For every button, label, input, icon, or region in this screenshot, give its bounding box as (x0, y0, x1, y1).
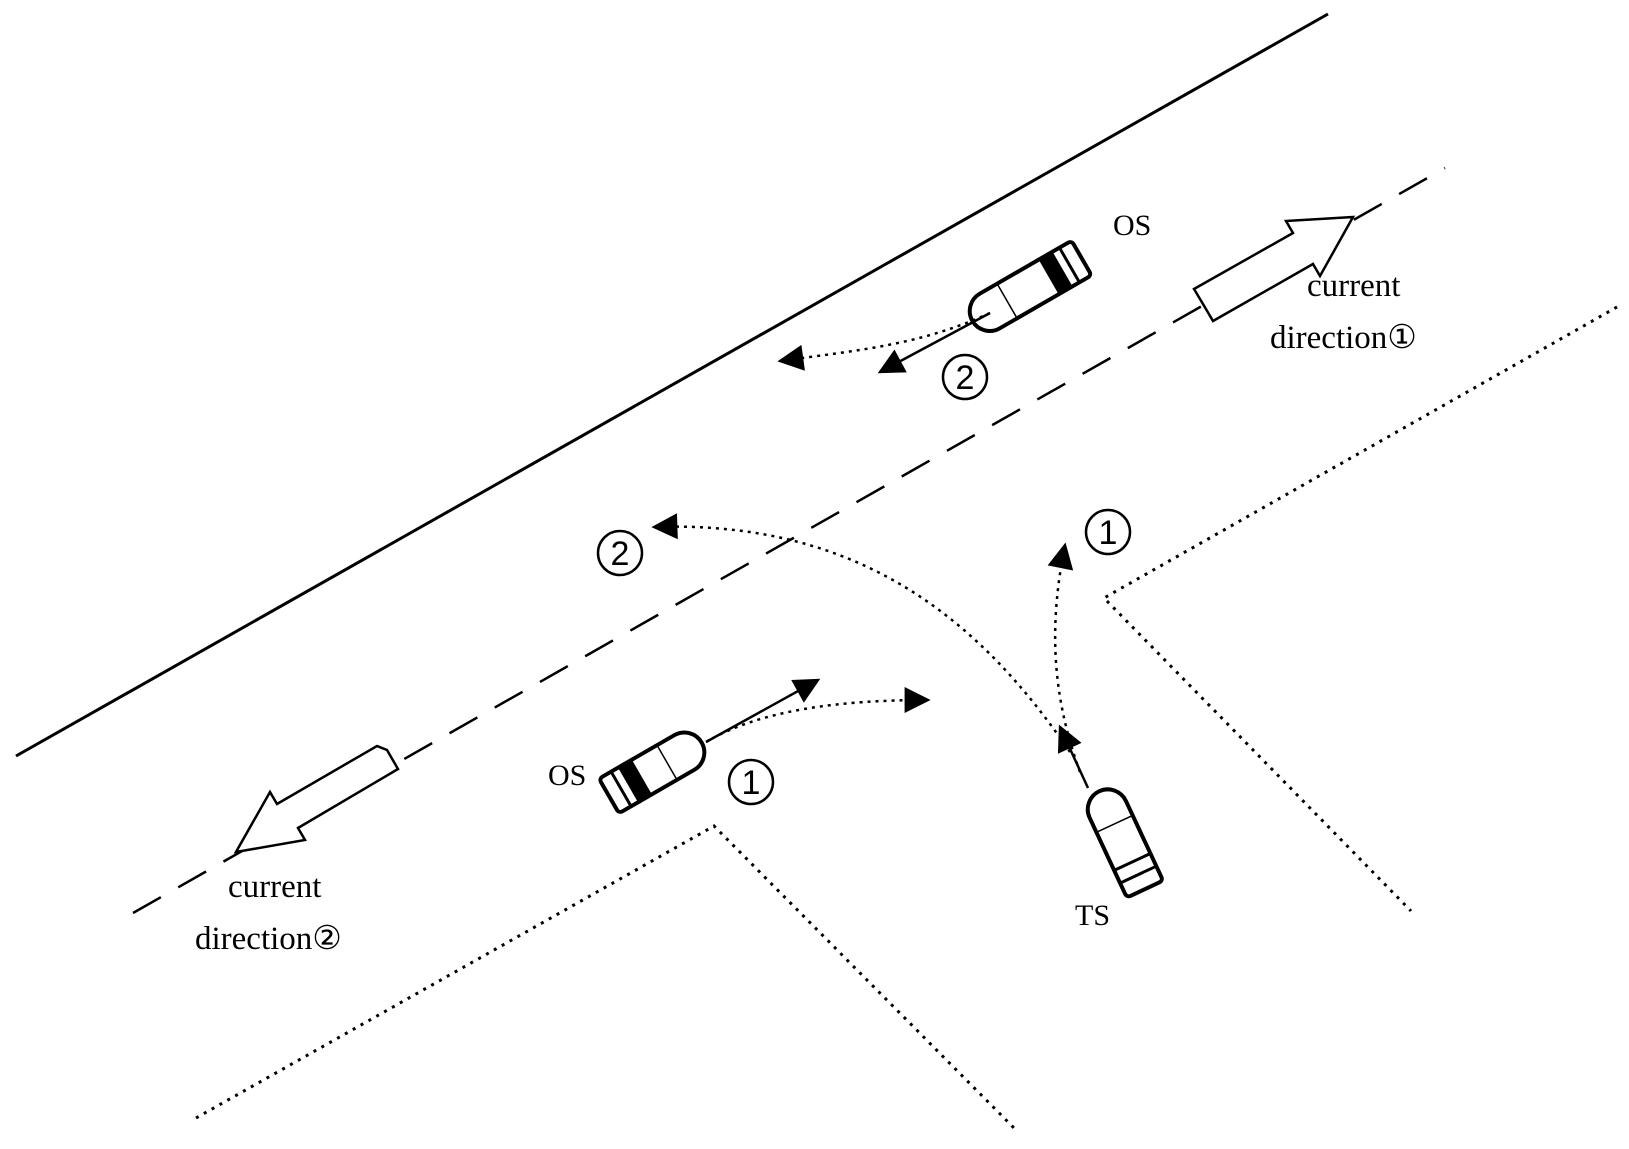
label-current-direction-1-line1: current (1307, 268, 1400, 304)
label-current-direction-2-line2: direction② (195, 921, 342, 957)
marker-ts-2: 2 (596, 529, 644, 577)
svg-text:1: 1 (1099, 514, 1118, 552)
os-bottom-dotted-path (705, 687, 931, 744)
label-current-direction-1-line2: direction① (1270, 320, 1417, 356)
marker-ts-1: 1 (1084, 508, 1132, 556)
ts-dotted-path-2 (651, 513, 1072, 753)
channel-bank-solid (15, 12, 1329, 758)
lower-bank-left-dotted (195, 824, 1020, 1134)
current-direction-2-arrow (233, 744, 400, 854)
os-top-dotted-path (777, 311, 991, 371)
own-ship-bottom (598, 730, 707, 814)
ts-heading-arrow (1057, 724, 1090, 789)
svg-text:2: 2 (956, 359, 975, 397)
ts-dotted-path-1 (1047, 542, 1082, 773)
label-os-top: OS (1113, 209, 1151, 242)
os-top-heading-arrow (877, 311, 991, 374)
label-current-direction-2-line1: current (228, 869, 321, 905)
label-os-bottom: OS (548, 759, 586, 792)
marker-os-bottom-1: 1 (727, 758, 775, 806)
target-ship (1085, 787, 1164, 899)
current-direction-1-arrow (1192, 215, 1356, 323)
svg-text:2: 2 (611, 535, 630, 573)
label-ts: TS (1075, 899, 1110, 932)
own-ship-top (967, 240, 1093, 333)
svg-text:1: 1 (742, 764, 761, 802)
os-bottom-heading-arrow (705, 678, 821, 744)
lower-bank-right-dotted (1101, 305, 1618, 913)
marker-os-top-2: 2 (941, 353, 989, 401)
